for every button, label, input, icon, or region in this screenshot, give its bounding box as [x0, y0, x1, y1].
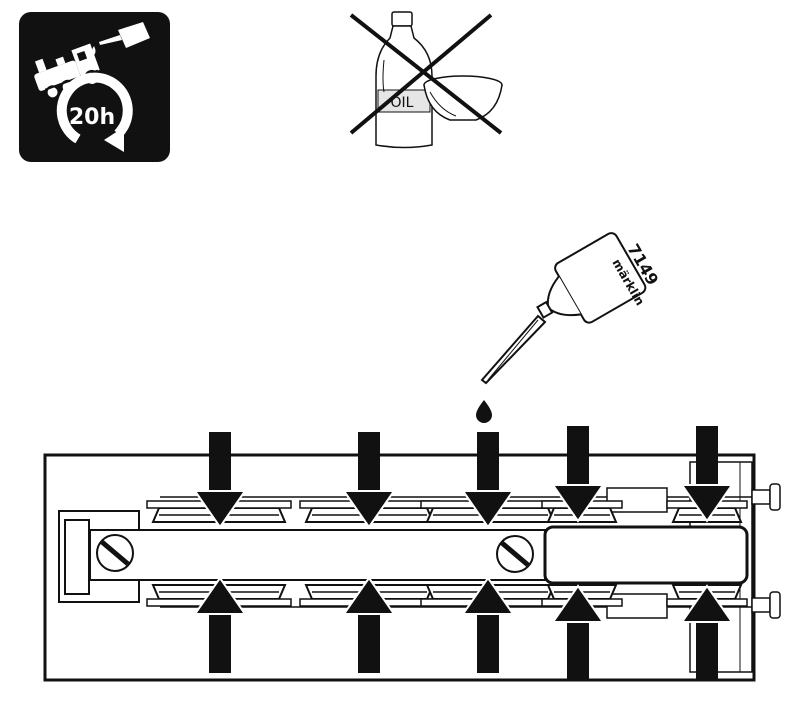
coupling-pins — [751, 483, 781, 619]
service-interval-icon: 20h — [19, 12, 170, 162]
motor-block — [543, 525, 749, 585]
interval-label: 20h — [69, 105, 115, 130]
clock-arrow-icon — [56, 72, 133, 152]
frame-bar — [89, 529, 546, 581]
screw-icon — [96, 534, 134, 572]
oil-bottle-icon — [375, 11, 433, 149]
bottle-label: OIL — [391, 95, 414, 111]
oil-drop-icon — [476, 400, 492, 423]
no-household-oil-icon: OIL — [349, 11, 503, 149]
marklin-oiler-icon: märklin 7149 — [480, 232, 662, 385]
chassis-underside — [43, 425, 781, 682]
prohibited-cross-icon — [349, 13, 503, 135]
screw-icon — [496, 535, 534, 573]
